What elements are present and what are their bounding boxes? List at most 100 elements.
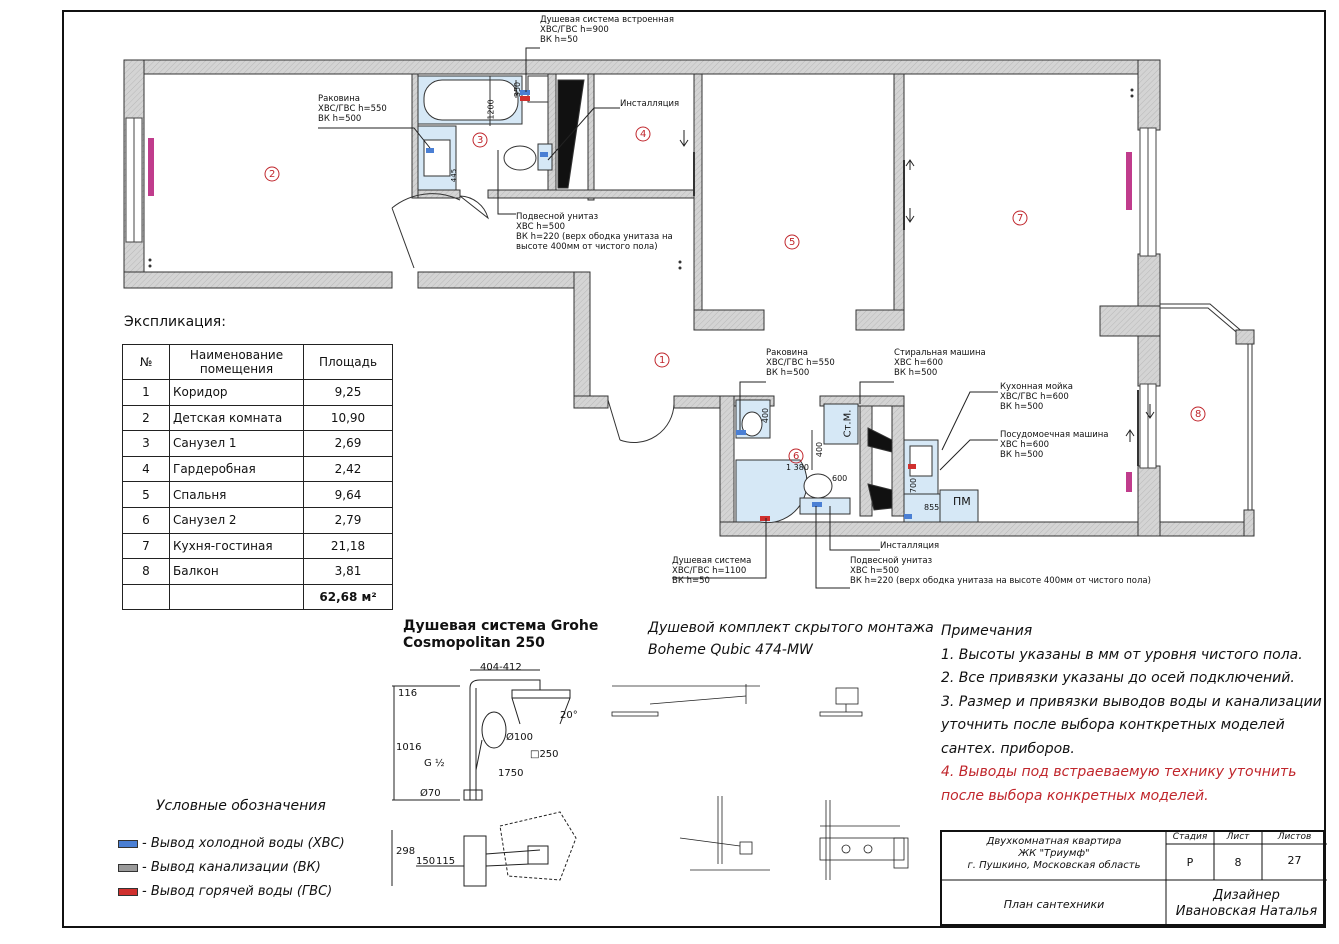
legend-item-hot: - Вывод горячей воды (ГВС): [118, 884, 332, 899]
sheet-value: 8: [1234, 856, 1242, 869]
note-line-red: после выбора конкретных моделей.: [941, 787, 1209, 804]
door-arrows: [679, 130, 1155, 442]
note-line: 3. Размер и привязки выводов воды и кана…: [941, 693, 1322, 710]
stage-header: Стадия: [1172, 832, 1208, 842]
note-line: 1. Высоты указаны в мм от уровня чистого…: [941, 646, 1303, 663]
grohe-dim-d100: Ø100: [506, 732, 533, 743]
bathroom1-fixtures: [417, 75, 585, 191]
label-wc1: Подвесной унитаз ХВС h=500 ВК h=220 (вер…: [516, 212, 673, 252]
electrical-dots: [148, 88, 1134, 270]
cell: 6: [122, 506, 170, 534]
room-number-6: 6: [793, 451, 800, 462]
cell: Кухня-гостиная: [169, 532, 304, 560]
room-number-4: 4: [640, 129, 647, 140]
grohe-dim-404-412: 404-412: [480, 662, 522, 673]
grohe-dim-g12: G ½: [424, 758, 445, 769]
room-number-1: 1: [659, 355, 666, 366]
radiators: [148, 138, 1132, 492]
room-number-8: 8: [1195, 409, 1202, 420]
grohe-dim-115: 115: [436, 856, 456, 867]
notes-block: Примечания 1. Высоты указаны в мм от уро…: [941, 620, 1322, 808]
grohe-dim-150: 150: [416, 856, 436, 867]
note-line: уточнить после выбора конткретных моделе…: [941, 717, 1285, 733]
cell: Балкон: [169, 558, 304, 585]
header-name: Наименование помещения: [169, 344, 304, 380]
legend-title: Условные обозначения: [156, 798, 326, 814]
grohe-dim-angle: 20°: [560, 710, 578, 721]
note-line: 2. Все привязки указаны до осей подключе…: [941, 670, 1295, 686]
note-line: сантех. приборов.: [941, 740, 1075, 757]
label-dishwasher: Посудомоечная машина ХВС h=600 ВК h=500: [1000, 430, 1109, 460]
cell: 21,18: [303, 532, 393, 560]
dim-855: 855: [924, 503, 940, 512]
grohe-dim-116: 116: [398, 688, 418, 699]
grohe-dim-1750: 1750: [498, 768, 524, 779]
room-markers: [264, 126, 1206, 464]
grohe-dim-250: □250: [530, 749, 559, 760]
legend-label: - Вывод канализации (ВК): [142, 860, 321, 875]
dim-600: 600: [832, 474, 848, 483]
balcony: [1160, 303, 1255, 537]
label-shower2: Душевая система ХВС/ГВС h=1100 ВК h=50: [672, 556, 752, 586]
cell: 4: [122, 455, 170, 483]
legend-label: - Вывод холодной воды (ХВС): [142, 836, 345, 851]
drain-swatch: [118, 863, 138, 872]
project-name: Двухкомнатная квартира ЖК "Триумф" г. Пу…: [967, 836, 1141, 871]
boheme-title-2: Boheme Qubic 474-MW: [648, 642, 813, 658]
header-area: Площадь: [303, 344, 393, 380]
cell: 3: [122, 430, 170, 457]
explication-title: Экспликация:: [124, 314, 226, 330]
hot-water-swatch: [118, 887, 138, 896]
label-sink2: Раковина ХВС/ГВС h=550 ВК h=500: [766, 348, 835, 378]
table-header: № Наименование помещения Площадь: [122, 344, 393, 380]
cold-water-swatch: [118, 839, 138, 848]
legend-item-drain: - Вывод канализации (ВК): [118, 860, 321, 875]
label-sink1: Раковина ХВС/ГВС h=550 ВК h=500: [318, 94, 387, 124]
table-total-row: 62,68 м²: [122, 583, 393, 611]
room-number-7: 7: [1017, 213, 1024, 224]
leader-lines: [318, 47, 998, 589]
windows: [125, 117, 1157, 469]
drawing-name: План сантехники: [1003, 898, 1105, 911]
room-number-3: 3: [477, 135, 484, 146]
cell: Санузел 2: [169, 506, 304, 534]
label-shower-builtin: Душевая система встроенная ХВС/ГВС h=900…: [540, 15, 674, 45]
label-kitchen-sink: Кухонная мойка ХВС/ГВС h=600 ВК h=500: [1000, 382, 1073, 412]
legend-item-cold: - Вывод холодной воды (ХВС): [118, 836, 345, 851]
cell: 10,90: [303, 404, 393, 432]
dishwasher-mark: ПМ: [953, 495, 971, 508]
cell: 2,42: [303, 455, 393, 483]
doors: [391, 152, 1139, 466]
bathroom2-fixtures: [735, 399, 893, 524]
sheets-header: Листов: [1277, 832, 1312, 842]
designer: Дизайнер Ивановская Наталья: [1175, 888, 1318, 919]
grohe-title-2: Cosmopolitan 250: [403, 635, 545, 651]
sheets-value: 27: [1287, 854, 1302, 867]
room-number-5: 5: [789, 237, 796, 248]
walls: [123, 59, 1249, 537]
label-installation1: Инсталляция: [620, 99, 680, 109]
stage-value: Р: [1186, 856, 1194, 869]
dimension-lines: [489, 76, 905, 500]
water-outlets: [426, 90, 916, 521]
sheet-header: Лист: [1226, 832, 1250, 842]
drawing-frame: [62, 10, 1326, 928]
label-washer: Стиральная машина ХВС h=600 ВК h=500: [894, 348, 986, 378]
label-installation2: Инсталляция: [880, 541, 940, 551]
title-block-grid: [942, 832, 1327, 928]
grohe-dim-d70: Ø70: [420, 788, 441, 799]
header-number: №: [122, 344, 170, 380]
label-wc2: Подвесной унитаз ХВС h=500 ВК h=220 (вер…: [850, 556, 1151, 586]
notes-title: Примечания: [941, 623, 1033, 639]
cell: 3,81: [303, 558, 393, 585]
boheme-title-1: Душевой комплект скрытого монтажа: [648, 620, 934, 636]
grohe-title-1: Душевая система Grohe: [403, 618, 599, 634]
